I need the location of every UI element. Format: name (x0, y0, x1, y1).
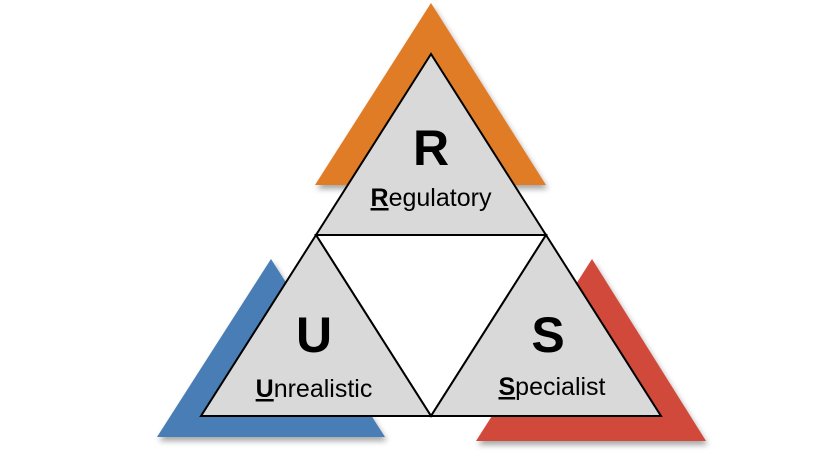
unrealistic-node: U Unrealistic (256, 307, 373, 403)
regulatory-label-rest: egulatory (389, 184, 492, 212)
left-inner-triangle (199, 233, 433, 417)
top-inner-triangle (314, 52, 548, 236)
specialist-label-initial: S (498, 373, 515, 401)
unrealistic-label-initial: U (256, 375, 274, 403)
regulatory-node: R Regulatory (371, 120, 492, 212)
specialist-node: S Specialist (498, 307, 605, 401)
regulatory-letter: R (413, 120, 449, 176)
right-inner-triangle (429, 233, 663, 417)
unrealistic-label-rest: nrealistic (274, 375, 373, 403)
unrealistic-label: Unrealistic (256, 375, 373, 403)
specialist-label: Specialist (498, 373, 605, 401)
regulatory-label: Regulatory (371, 184, 492, 212)
specialist-label-rest: pecialist (515, 373, 605, 401)
specialist-letter: S (531, 307, 564, 363)
unrealistic-letter: U (296, 307, 332, 363)
regulatory-label-initial: R (371, 184, 389, 212)
